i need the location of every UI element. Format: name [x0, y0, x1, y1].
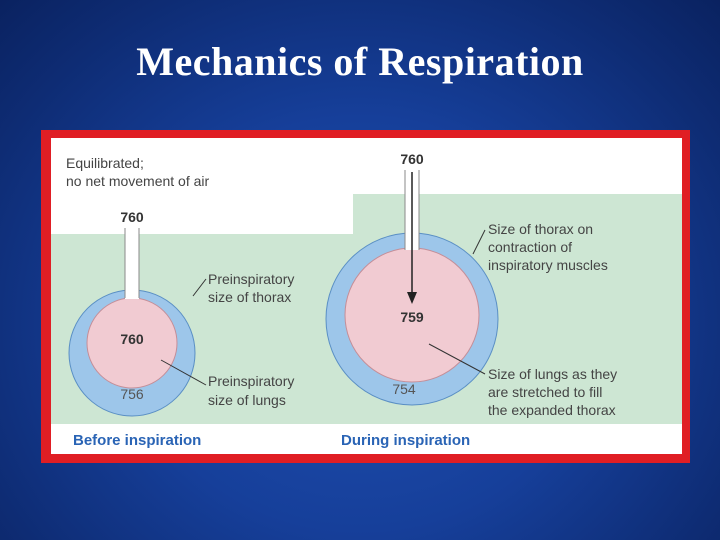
before-alveolar-pressure: 760 — [120, 331, 144, 347]
caption-bar — [51, 425, 682, 454]
figure-frame: Equilibrated; no net movement of air 760… — [41, 130, 690, 463]
during-thorax-label-line-2: contraction of — [488, 239, 572, 255]
equilibrium-line-2: no net movement of air — [66, 173, 210, 189]
before-lungs-leader — [160, 359, 207, 386]
during-thorax-label-line-3: inspiratory muscles — [488, 257, 608, 273]
during-atmospheric-pressure: 760 — [400, 151, 424, 167]
before-thorax-leader — [192, 278, 207, 297]
equilibrium-line-1: Equilibrated; — [66, 155, 144, 171]
before-caption: Before inspiration — [73, 432, 201, 449]
during-alveolar-pressure: 759 — [400, 309, 424, 325]
airflow-arrow-head — [407, 292, 417, 304]
figure-panel: Equilibrated; no net movement of air 760… — [51, 138, 682, 454]
during-thorax-label-line-1: Size of thorax on — [488, 221, 593, 237]
respiration-diagram: Equilibrated; no net movement of air 760… — [51, 151, 682, 454]
before-intrapleural-pressure: 756 — [120, 386, 144, 402]
before-atmospheric-pressure: 760 — [120, 209, 144, 225]
during-intrapleural-pressure: 754 — [392, 381, 416, 397]
before-thorax-label-line-2: size of thorax — [208, 289, 291, 305]
during-lungs-label-line-3: the expanded thorax — [488, 402, 616, 418]
during-lungs-leader — [428, 343, 486, 375]
before-lungs-label-line-2: size of lungs — [208, 392, 286, 408]
before-thorax-label-line-1: Preinspiratory — [208, 271, 294, 287]
during-caption: During inspiration — [341, 432, 470, 449]
slide-title: Mechanics of Respiration — [136, 39, 584, 84]
before-lungs-label-line-1: Preinspiratory — [208, 373, 294, 389]
before-airway — [125, 228, 139, 299]
during-lungs-label-line-1: Size of lungs as they — [488, 366, 617, 382]
during-thorax-leader — [472, 229, 486, 255]
during-lungs-label-line-2: are stretched to fill — [488, 384, 602, 400]
